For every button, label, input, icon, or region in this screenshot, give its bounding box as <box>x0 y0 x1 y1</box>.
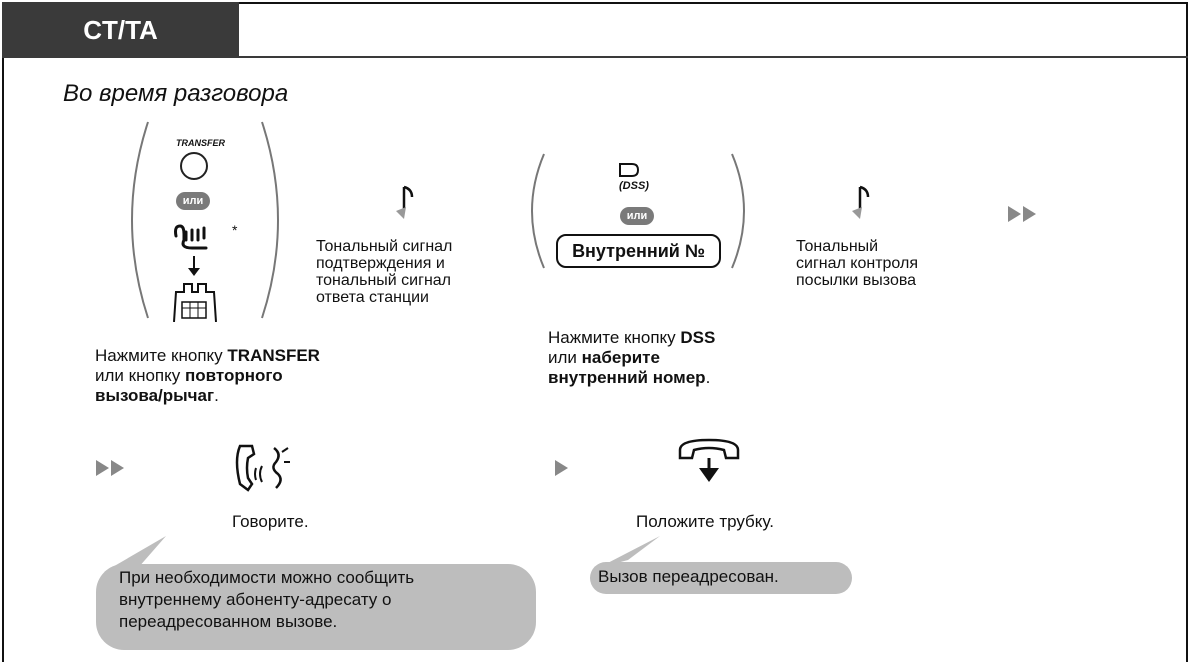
transfer-button-icon[interactable] <box>178 150 210 182</box>
step1-brackets <box>131 121 279 319</box>
hang-up-handset-icon <box>678 438 740 482</box>
tone-note-icon <box>852 185 870 219</box>
header-tab: CT/TA <box>2 2 239 58</box>
dss-label: (DSS) <box>619 180 649 192</box>
extension-number-box: Внутренний № <box>556 234 721 268</box>
or-badge: или <box>176 192 210 210</box>
dss-button-icon[interactable] <box>618 162 640 178</box>
continue-arrow <box>1008 206 1036 222</box>
header-title: CT/TA <box>83 14 158 45</box>
footnote-asterisk: * <box>232 222 238 238</box>
header-rule <box>239 56 1188 58</box>
continue-arrow <box>96 460 124 476</box>
callout-talk: При необходимости можно сообщить внутрен… <box>96 564 536 650</box>
or-badge: или <box>620 207 654 225</box>
step1-instruction: Нажмите кнопку TRANSFER или кнопку повто… <box>95 346 320 405</box>
callout-done: Вызов переадресован. <box>590 562 852 594</box>
tone2-text: Тональный сигнал контроля посылки вызова <box>796 238 918 289</box>
tone-note-icon <box>396 185 414 219</box>
next-arrow <box>555 460 568 476</box>
hang-up-caption: Положите трубку. <box>636 512 774 531</box>
callout-pointer <box>598 536 660 568</box>
tone1-text: Тональный сигнал подтверждения и тональн… <box>316 238 453 306</box>
callout-pointer <box>104 536 166 572</box>
talk-handset-icon <box>235 444 290 492</box>
flash-recall-hook-icon <box>173 224 217 322</box>
step2-brackets <box>531 153 745 269</box>
transfer-key-label: TRANSFER <box>176 138 225 148</box>
step2-instruction: Нажмите кнопку DSS или наберите внутренн… <box>548 328 716 387</box>
talk-caption: Говорите. <box>232 512 309 531</box>
page-subtitle: Во время разговора <box>63 80 289 107</box>
